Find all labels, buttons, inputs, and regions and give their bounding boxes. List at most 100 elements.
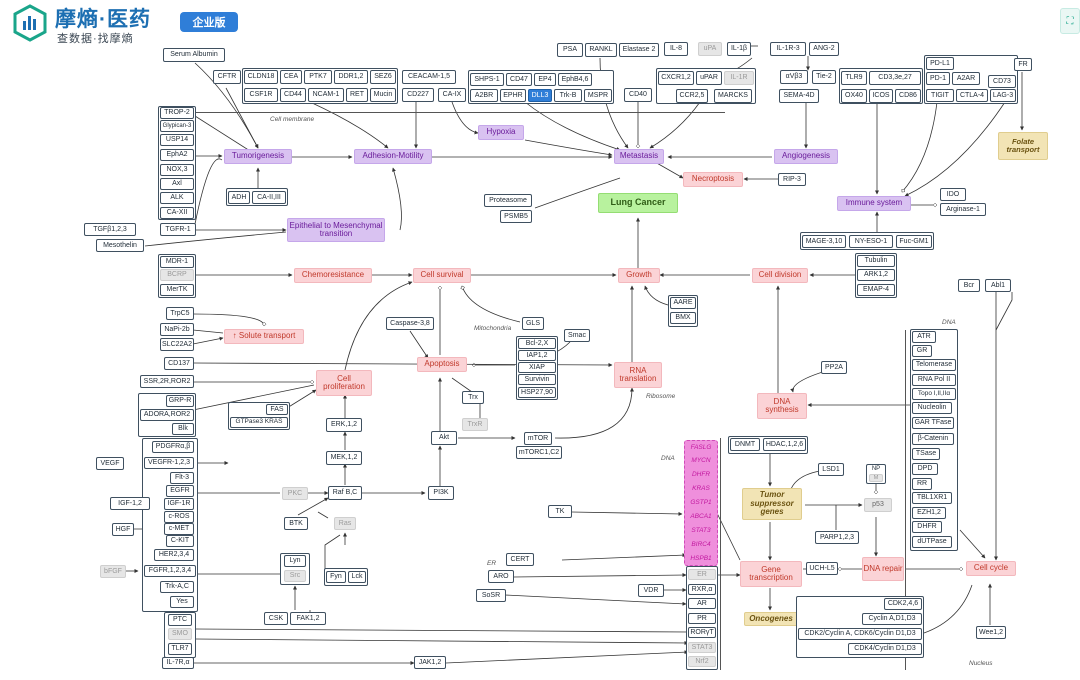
node-mesothelin[interactable]: Mesothelin — [96, 239, 144, 252]
node-tlr7[interactable]: TLR7 — [168, 643, 192, 655]
node-ret[interactable]: RET — [346, 88, 368, 102]
node-cd227[interactable]: CD227 — [402, 88, 434, 102]
gene-gstp1[interactable]: GSTP1 — [690, 498, 712, 506]
node-mek12[interactable]: MEK,1,2 — [326, 451, 362, 465]
node-ca-ix[interactable]: CA-IX — [438, 88, 466, 102]
node-mdr1[interactable]: MDR-1 — [160, 256, 194, 268]
node-fas[interactable]: FAS — [266, 404, 288, 415]
node-psa[interactable]: PSA — [557, 43, 583, 57]
gene-fasl[interactable]: FASLG — [690, 443, 712, 451]
node-nucleolin[interactable]: Nucleolin — [912, 402, 952, 414]
process-cell-division[interactable]: Cell division — [752, 268, 808, 283]
process-cell-cycle[interactable]: Cell cycle — [966, 561, 1016, 576]
node-trkb[interactable]: Trk-B — [554, 89, 582, 102]
node-pdl1[interactable]: PD-L1 — [926, 57, 954, 70]
gene-dhfr[interactable]: DHFR — [691, 470, 711, 478]
node-ido[interactable]: IDO — [940, 188, 966, 201]
node-bfgf[interactable]: bFGF — [100, 565, 126, 578]
node-il1r[interactable]: IL-1R — [724, 71, 754, 85]
node-rorgt[interactable]: RORγT — [688, 627, 716, 638]
node-rafbc[interactable]: Raf B,C — [328, 486, 362, 500]
node-cmet[interactable]: c-MET — [164, 523, 194, 535]
node-smo[interactable]: SMO — [168, 628, 192, 640]
gene-mycn[interactable]: MYCN — [691, 456, 711, 464]
node-tsase[interactable]: TSase — [912, 448, 940, 460]
node-adh[interactable]: ADH — [228, 191, 250, 204]
gene-kras[interactable]: KRAS — [692, 484, 710, 492]
node-ccr25[interactable]: CCR2,5 — [676, 89, 708, 103]
node-csf1r[interactable]: CSF1R — [244, 88, 278, 102]
process-growth[interactable]: Growth — [618, 268, 660, 283]
node-grpr[interactable]: GRP-R — [166, 395, 194, 407]
node-trop2[interactable]: TROP-2 — [160, 107, 194, 119]
node-lyn[interactable]: Lyn — [284, 555, 306, 567]
node-pi3k[interactable]: PI3K — [428, 486, 454, 500]
node-cd327[interactable]: CD3,3e,27 — [869, 71, 921, 85]
node-her2[interactable]: HER2,3,4 — [154, 549, 194, 561]
node-oncogenes[interactable]: Oncogenes — [744, 612, 798, 626]
node-serum-albumin[interactable]: Serum Albumin — [163, 48, 225, 62]
node-upa[interactable]: uPA — [698, 42, 722, 56]
node-cdk246[interactable]: CDK2,4,6 — [884, 598, 922, 610]
process-necroptosis[interactable]: Necroptosis — [683, 172, 743, 187]
node-rnapol2[interactable]: RNA Pol II — [912, 374, 956, 386]
node-elastase2[interactable]: Elastase 2 — [619, 43, 659, 57]
node-survivin[interactable]: Survivin — [518, 374, 556, 385]
node-flt3[interactable]: Flt-3 — [170, 472, 194, 484]
node-rip3[interactable]: RIP-3 — [778, 173, 806, 186]
node-ephr[interactable]: EPHR — [500, 89, 526, 102]
node-ep4[interactable]: EP4 — [534, 73, 556, 86]
node-ezh12[interactable]: EZH1,2 — [912, 507, 946, 519]
process-hypoxia[interactable]: Hypoxia — [478, 125, 524, 140]
node-cea[interactable]: CEA — [280, 70, 302, 84]
node-upar[interactable]: uPAR — [696, 71, 722, 85]
node-mtor[interactable]: mTOR — [524, 432, 552, 445]
node-btk[interactable]: BTK — [284, 517, 308, 530]
process-emt[interactable]: Epithelial to Mesenchymal transition — [287, 218, 385, 242]
node-tumor-suppressor-genes[interactable]: Tumor suppressor genes — [742, 488, 802, 520]
node-pp2a[interactable]: PP2A — [821, 361, 847, 374]
gene-abca1[interactable]: ABCA1 — [690, 512, 712, 520]
node-cd86[interactable]: CD86 — [895, 89, 921, 103]
node-cxcr12[interactable]: CXCR1,2 — [658, 71, 694, 85]
node-stat3[interactable]: STAT3 — [688, 642, 716, 653]
process-tumorigenesis[interactable]: Tumorigenesis — [224, 149, 292, 164]
node-mucin[interactable]: Mucin — [370, 88, 396, 102]
node-marcks[interactable]: MARCKS — [714, 89, 752, 103]
node-tgfb123[interactable]: TGFβ1,2,3 — [84, 223, 136, 236]
process-adhesion-motility[interactable]: Adhesion-Motility — [354, 149, 432, 164]
node-ckit[interactable]: C-KIT — [166, 535, 194, 547]
node-ssr2ror2[interactable]: SSR,2R,ROR2 — [140, 375, 194, 388]
process-dna-repair[interactable]: DNA repair — [862, 557, 904, 581]
node-shps1[interactable]: SHPS-1 — [470, 73, 504, 86]
node-wee12[interactable]: Wee1,2 — [976, 626, 1006, 639]
process-cell-survival[interactable]: Cell survival — [413, 268, 471, 283]
process-angiogenesis[interactable]: Angiogenesis — [774, 149, 838, 164]
node-lsd1[interactable]: LSD1 — [818, 463, 844, 476]
node-gr[interactable]: GR — [912, 345, 932, 357]
node-hsp2790[interactable]: HSP27,90 — [518, 387, 556, 398]
node-telomerase[interactable]: Telomerase — [912, 359, 956, 371]
node-ceacam15[interactable]: CEACAM-1,5 — [402, 70, 456, 84]
node-mtorc12[interactable]: mTORC1,C2 — [516, 446, 562, 459]
process-gene-transcription[interactable]: Gene transcription — [740, 561, 802, 587]
node-fucgm1[interactable]: Fuc-GM1 — [896, 235, 932, 248]
node-lag3[interactable]: LAG-3 — [990, 89, 1016, 102]
node-vegf[interactable]: VEGF — [96, 457, 124, 470]
node-dutpase[interactable]: dUTPase — [912, 536, 952, 548]
node-tigit[interactable]: TIGIT — [926, 89, 954, 102]
node-cd73[interactable]: CD73 — [988, 75, 1016, 88]
node-rxra[interactable]: RXR,α — [688, 584, 716, 595]
node-cftr[interactable]: CFTR — [213, 70, 241, 84]
node-jak12[interactable]: JAK1,2 — [414, 656, 446, 669]
node-bcatenin[interactable]: β-Catenin — [912, 433, 954, 445]
node-igf1r[interactable]: IGF-1R — [164, 498, 194, 510]
node-dpd[interactable]: DPD — [912, 463, 938, 475]
node-tubulin[interactable]: Tubulin — [857, 255, 895, 267]
node-iap12[interactable]: IAP1,2 — [518, 350, 556, 361]
process-solute-transport[interactable]: ↑ Solute transport — [224, 329, 304, 344]
gene-hspb1[interactable]: HSPB1 — [690, 554, 712, 562]
node-smac[interactable]: Smac — [564, 329, 590, 342]
node-cert[interactable]: CERT — [506, 553, 534, 566]
node-ras[interactable]: Ras — [334, 517, 356, 530]
